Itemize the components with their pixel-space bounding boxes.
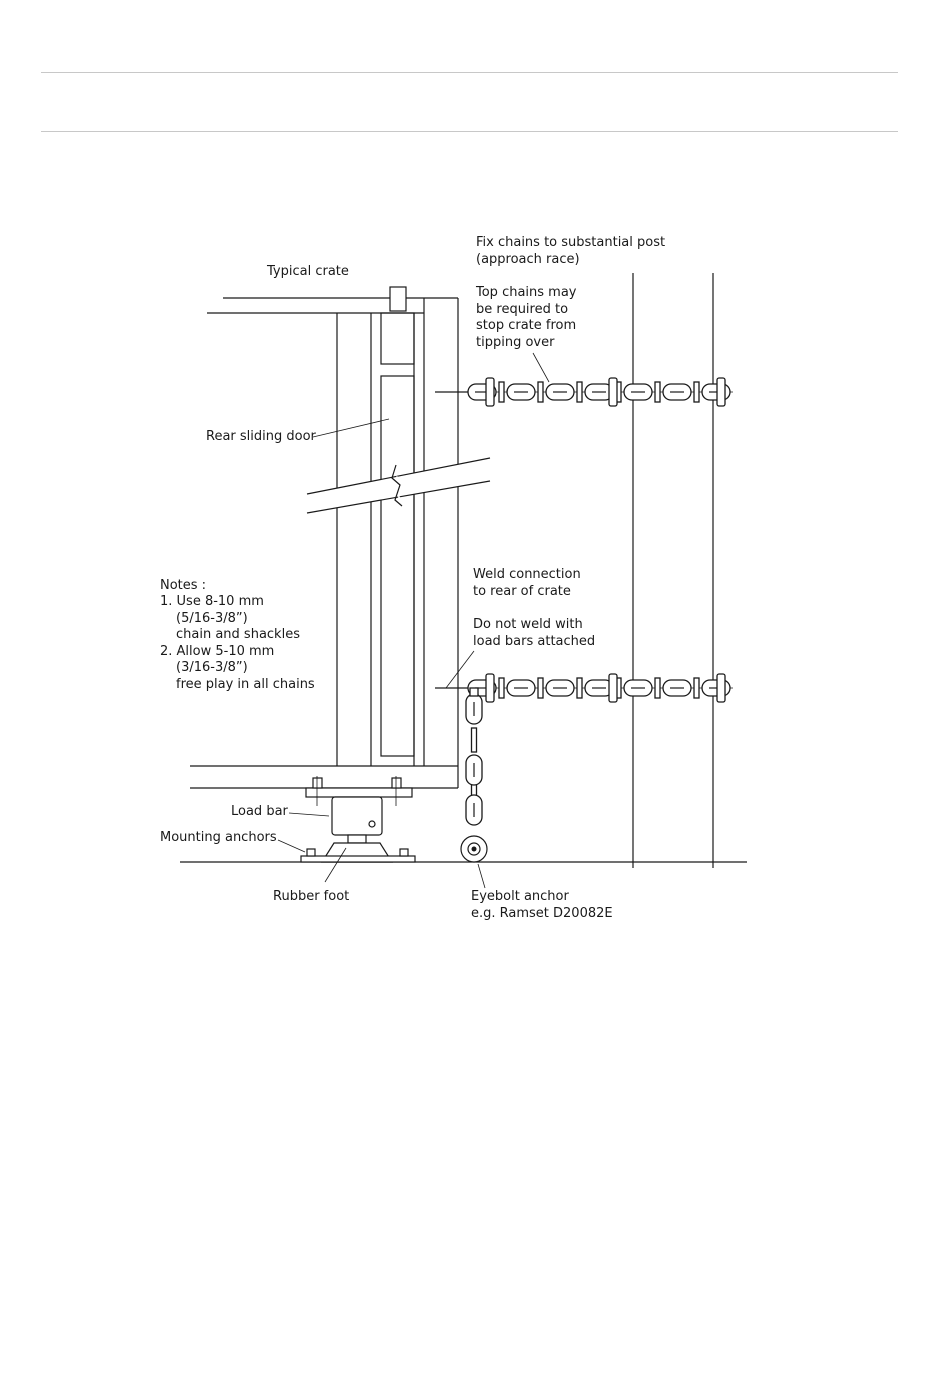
label-load-bar: Load bar — [231, 804, 289, 819]
label-eyebolt-line2: e.g. Ramset D20082E — [471, 906, 613, 921]
header-rule-top — [41, 72, 898, 73]
crate-bottom-rail — [190, 765, 458, 789]
chain-link-side — [576, 677, 583, 699]
top-chain — [435, 377, 733, 407]
shackle — [485, 673, 495, 703]
crate-frame — [336, 298, 459, 788]
chain-link-side — [537, 381, 544, 403]
label-mounting-anchors: Mounting anchors — [160, 830, 277, 845]
chain-link-side — [576, 381, 583, 403]
shackle — [608, 377, 618, 407]
header-rule-bottom — [41, 131, 898, 132]
label-weld-line1: Weld connection — [473, 567, 581, 582]
rear-sliding-door — [380, 312, 415, 757]
note-1-line1: 1. Use 8-10 mm — [160, 594, 264, 609]
diagram-labels: Typical crate Fix chains to substantial … — [160, 235, 665, 921]
label-top-chains-line3: stop crate from — [476, 318, 576, 333]
shackle — [716, 377, 726, 407]
label-top-chains-line2: be required to — [476, 302, 568, 317]
note-2-line3: free play in all chains — [176, 677, 315, 692]
load-bar-assembly — [300, 776, 416, 863]
chain-link-side — [498, 381, 505, 403]
bottom-chain — [435, 673, 733, 703]
label-eyebolt-line1: Eyebolt anchor — [471, 889, 569, 904]
label-typical-crate: Typical crate — [266, 264, 349, 279]
chain-link-side — [537, 677, 544, 699]
shackle — [485, 377, 495, 407]
shackle — [608, 673, 618, 703]
diagonal-bar-break — [306, 457, 491, 514]
label-weld-line2: to rear of crate — [473, 584, 571, 599]
chain-link-side — [693, 677, 700, 699]
shackle — [716, 673, 726, 703]
label-rear-sliding-door: Rear sliding door — [206, 429, 317, 444]
crate-top-rail — [207, 286, 458, 314]
label-top-chains-line4: tipping over — [476, 335, 555, 350]
note-2-line2: (3/16-3/8”) — [176, 660, 248, 675]
note-2-line1: 2. Allow 5-10 mm — [160, 644, 274, 659]
note-1-line2: (5/16-3/8”) — [176, 611, 248, 626]
label-no-weld-line1: Do not weld with — [473, 617, 583, 632]
label-top-chains-line1: Top chains may — [475, 285, 577, 300]
label-fix-chains-line2: (approach race) — [476, 252, 580, 267]
label-rubber-foot: Rubber foot — [273, 889, 349, 904]
chain-link-side — [654, 677, 661, 699]
eyebolt-anchor — [460, 835, 488, 863]
approach-race-posts — [632, 273, 714, 868]
label-fix-chains-line1: Fix chains to substantial post — [476, 235, 665, 250]
chain-link-side — [654, 381, 661, 403]
notes-heading: Notes : — [160, 578, 206, 593]
chain-link-side — [693, 381, 700, 403]
leader-lines — [277, 352, 550, 889]
label-no-weld-line2: load bars attached — [473, 634, 595, 649]
chain-link-side — [470, 727, 478, 753]
vertical-chain — [465, 687, 483, 826]
note-1-line3: chain and shackles — [176, 627, 300, 642]
chain-link-side — [498, 677, 505, 699]
